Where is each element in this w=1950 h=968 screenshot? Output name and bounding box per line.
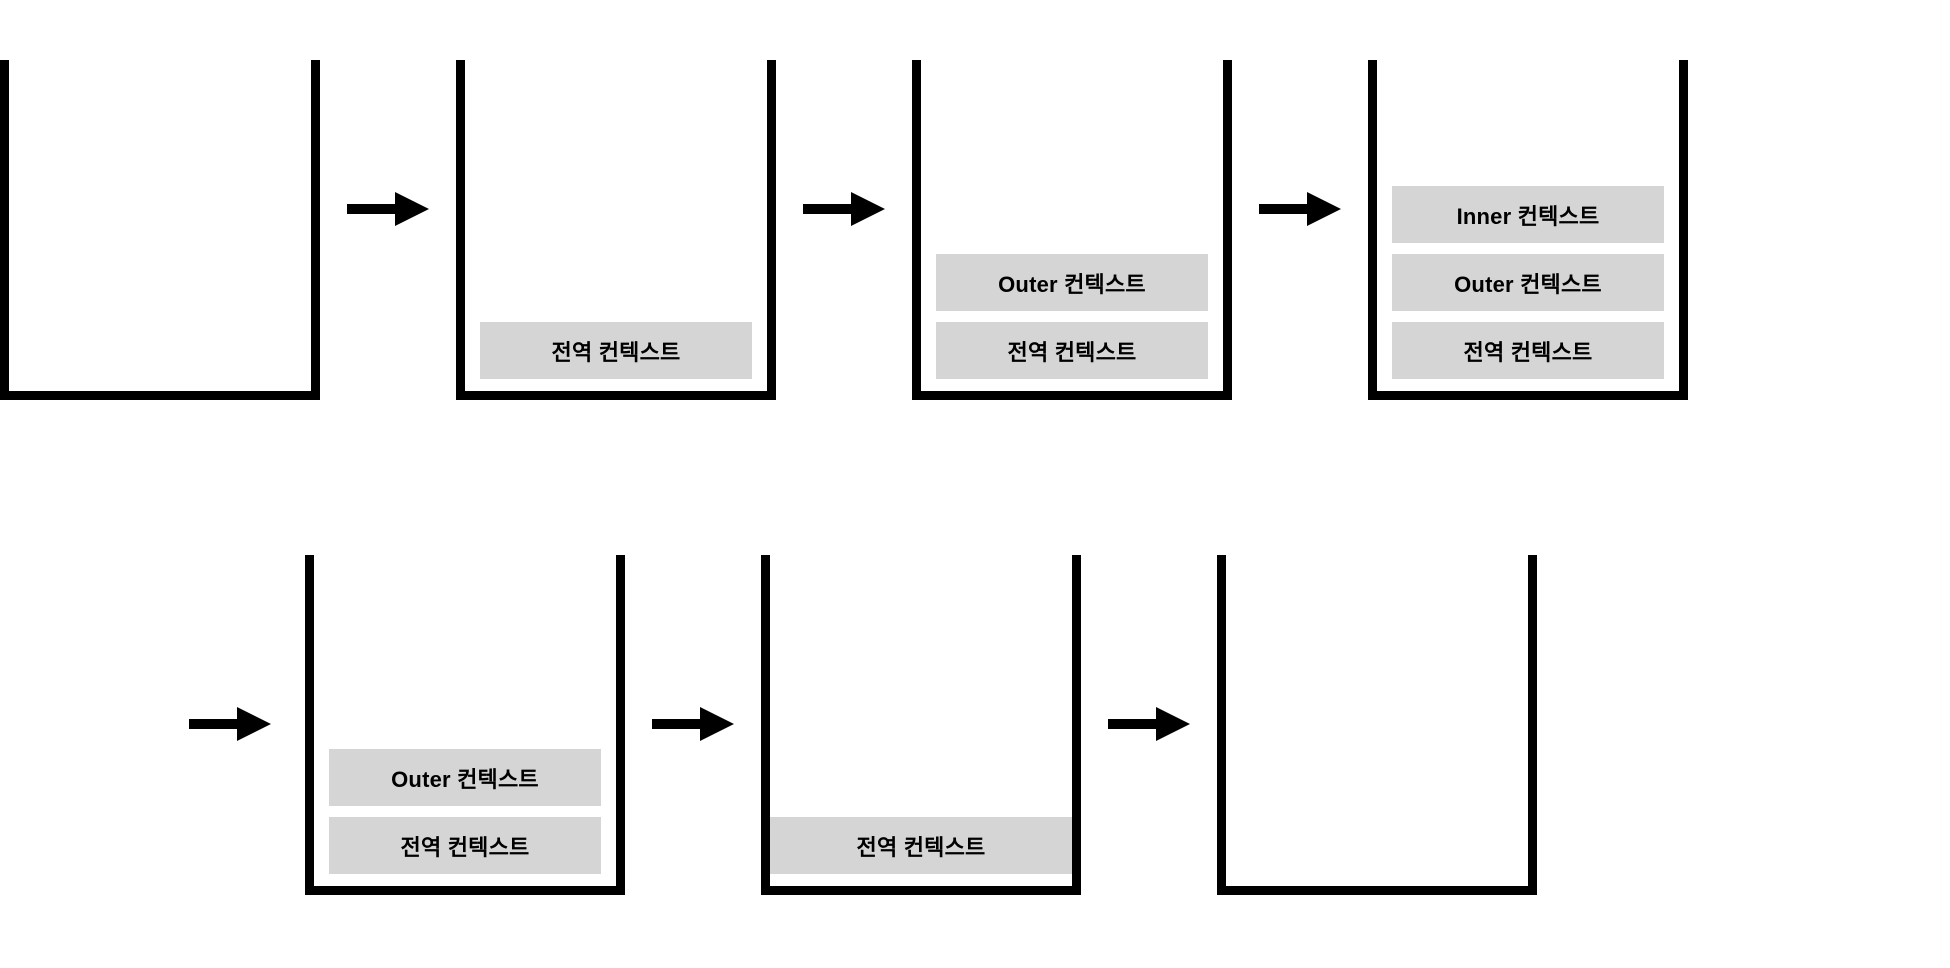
right-arrow-icon [625, 555, 761, 895]
execution-context-stack-2: 전역 컨텍스트 [456, 60, 776, 400]
execution-context-stack-4: Inner 컨텍스트 Outer 컨텍스트 전역 컨텍스트 [1368, 60, 1688, 400]
diagram-row-1: 전역 컨텍스트 Outer 컨텍스트 전역 컨텍스트 Inner 컨텍스트 Ou… [0, 60, 1688, 400]
context-frame-global: 전역 컨텍스트 [770, 817, 1072, 874]
right-arrow-icon [776, 60, 912, 400]
execution-context-stack-5: Outer 컨텍스트 전역 컨텍스트 [305, 555, 625, 895]
context-frame-global: 전역 컨텍스트 [1392, 322, 1664, 379]
execution-context-stack-3: Outer 컨텍스트 전역 컨텍스트 [912, 60, 1232, 400]
diagram-row-2: Outer 컨텍스트 전역 컨텍스트 전역 컨텍스트 [155, 555, 1537, 895]
context-frame-outer: Outer 컨텍스트 [329, 749, 601, 806]
context-frame-outer: Outer 컨텍스트 [1392, 254, 1664, 311]
context-frame-global: 전역 컨텍스트 [329, 817, 601, 874]
right-arrow-icon [1232, 60, 1368, 400]
context-frame-global: 전역 컨텍스트 [480, 322, 752, 379]
execution-context-stack-7 [1217, 555, 1537, 895]
right-arrow-icon [1081, 555, 1217, 895]
execution-context-stack-6: 전역 컨텍스트 [761, 555, 1081, 895]
context-frame-global: 전역 컨텍스트 [936, 322, 1208, 379]
execution-context-stack-1 [0, 60, 320, 400]
context-frame-inner: Inner 컨텍스트 [1392, 186, 1664, 243]
right-arrow-icon [320, 60, 456, 400]
right-arrow-icon [155, 555, 305, 895]
context-frame-outer: Outer 컨텍스트 [936, 254, 1208, 311]
